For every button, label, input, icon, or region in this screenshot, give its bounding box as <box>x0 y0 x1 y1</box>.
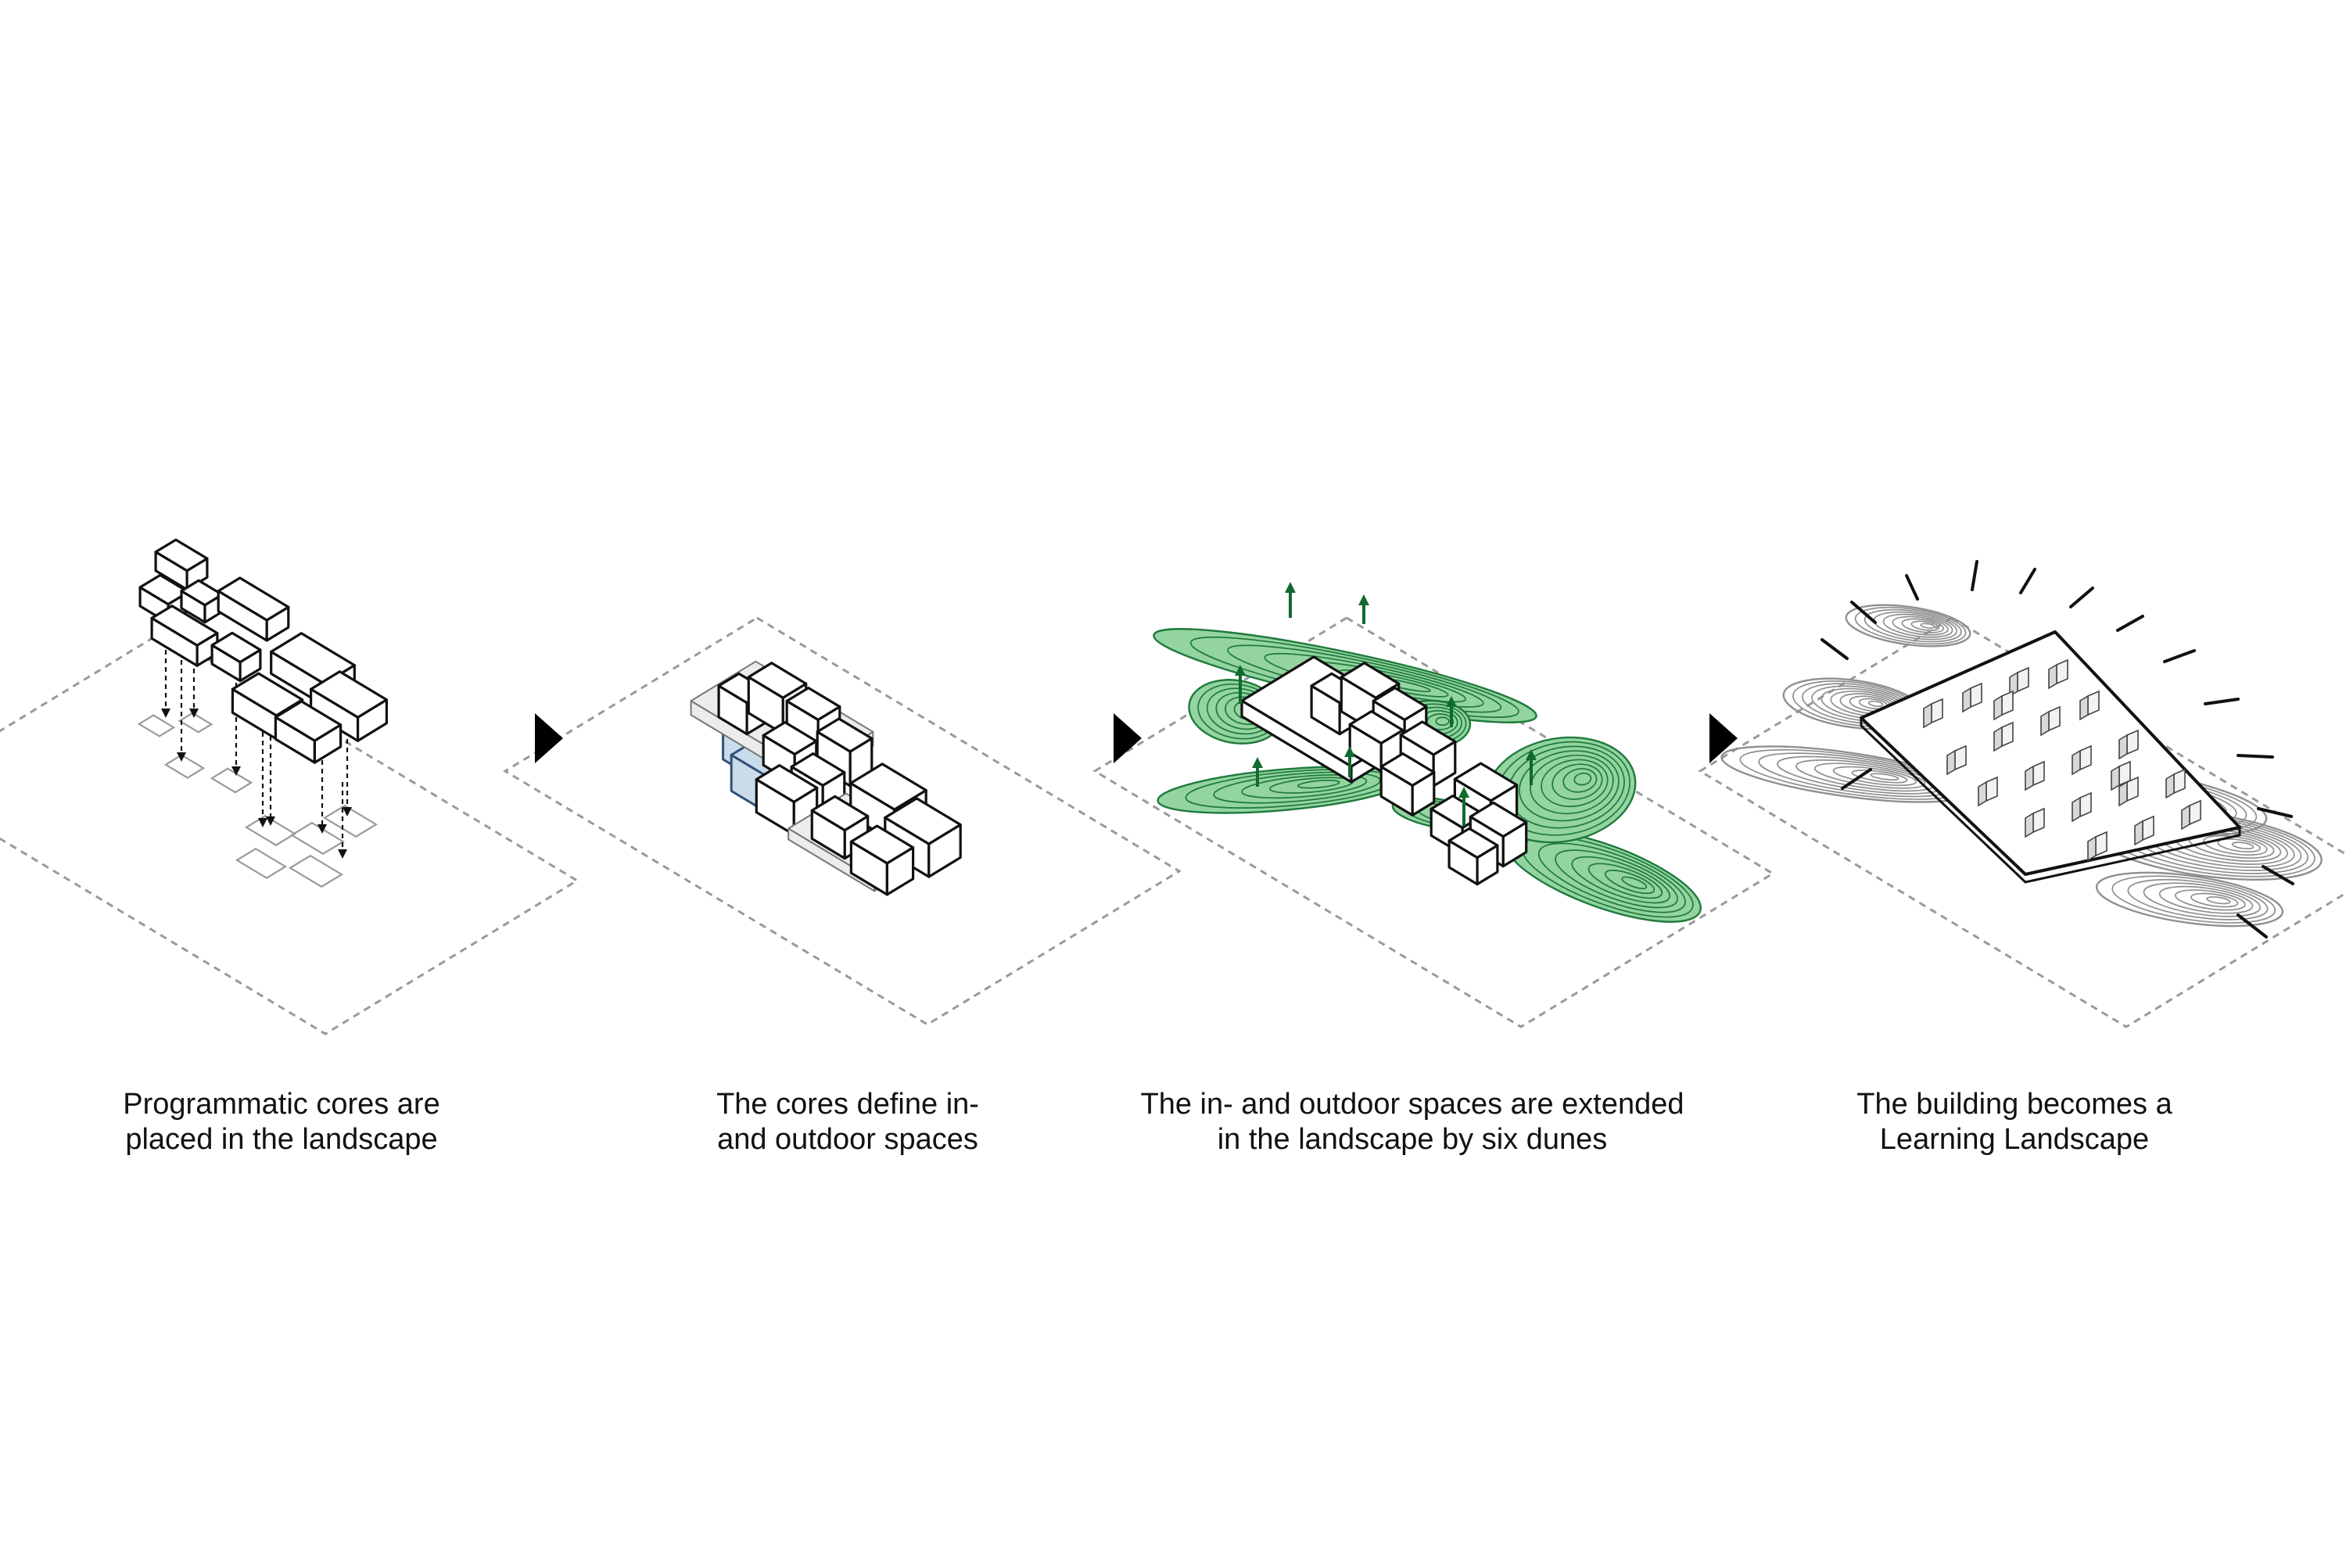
step-arrow-3 <box>1709 713 1738 763</box>
roof-skylight-4 <box>2048 658 2068 690</box>
roof-skylight-14 <box>2072 791 2092 823</box>
roof-skylight-19 <box>2181 799 2201 831</box>
roof-skylight-2 <box>1962 682 1982 713</box>
dune-rise-arrow-3 <box>1235 665 1246 704</box>
radiance-ray-7 <box>2116 615 2144 632</box>
panel-4-learning-landscape <box>1698 560 2346 1028</box>
drop-arrow-6 <box>266 727 275 826</box>
core-footprint-8 <box>235 848 288 879</box>
core-block-4 <box>150 605 219 667</box>
dune-rise-arrow-7 <box>1526 749 1537 785</box>
roof-edge <box>1860 718 2241 884</box>
caption-step-4-line-2: Learning Landscape <box>1879 1123 2150 1156</box>
drop-arrow-7 <box>317 726 327 834</box>
dune-rise-arrow-2 <box>1358 594 1369 624</box>
drop-arrow-5 <box>258 680 267 827</box>
dune-rise-arrow-5 <box>1446 696 1457 727</box>
core-b4 <box>1447 827 1499 886</box>
roof-skylight-5 <box>1946 745 1967 776</box>
core-footprint-6 <box>289 821 346 856</box>
dune-rise-arrow-1 <box>1285 582 1296 618</box>
radiance-ray-2 <box>1850 601 1877 624</box>
panel-2-indoor-outdoor <box>503 616 1182 1026</box>
radiance-ray-5 <box>2019 568 2036 594</box>
radiance-ray-14 <box>1841 768 1872 790</box>
drop-arrow-9 <box>338 782 347 859</box>
step-arrow-1 <box>535 713 563 763</box>
radiance-ray-10 <box>2237 754 2274 759</box>
caption-step-2-line-2: and outdoor spaces <box>717 1123 978 1156</box>
caption-step-3: The in- and outdoor spaces are extended … <box>1115 1087 1709 1157</box>
radiance-ray-3 <box>1905 574 1919 601</box>
core-a6 <box>1379 752 1436 817</box>
site-boundary <box>503 616 1182 1026</box>
core-footprint-5 <box>244 815 297 846</box>
radiance-ray-11 <box>2257 807 2293 818</box>
roof-skylight-17 <box>2087 831 2107 862</box>
caption-step-3-line-1: The in- and outdoor spaces are extended <box>1140 1088 1684 1121</box>
core-footprint-9 <box>288 854 344 888</box>
drop-arrow-1 <box>161 641 170 718</box>
core-footprint-3 <box>178 712 213 734</box>
drop-arrow-3 <box>189 626 199 718</box>
roof-skylight-8 <box>2079 690 2100 721</box>
dune-rise-arrow-6 <box>1458 787 1469 826</box>
roof-skylight-9 <box>1978 776 1998 807</box>
roof-skylight-18 <box>2134 815 2154 846</box>
core-b4 <box>849 824 915 896</box>
core-block-6 <box>210 631 262 683</box>
core-block-10 <box>274 700 343 764</box>
panel-3-dunes <box>1092 582 1775 1028</box>
roof-skylight-6 <box>1993 721 2014 752</box>
core-block-9 <box>310 670 388 742</box>
caption-step-4: The building becomes a Learning Landscap… <box>1717 1087 2312 1157</box>
roof-skylight-16 <box>2165 768 2186 799</box>
drop-arrow-8 <box>343 713 352 816</box>
roof-skylight-10 <box>2025 760 2045 791</box>
dune-4 <box>1505 829 1702 923</box>
roof-skylight-11 <box>2072 745 2092 776</box>
caption-step-3-line-2: in the landscape by six dunes <box>1217 1123 1608 1156</box>
radiance-ray-1 <box>1820 638 1849 660</box>
caption-step-1-line-2: placed in the landscape <box>125 1123 438 1156</box>
radiance-ray-13 <box>2237 913 2268 938</box>
caption-step-2: The cores define in- and outdoor spaces <box>551 1087 1145 1157</box>
drop-arrow-2 <box>177 643 186 762</box>
caption-step-4-line-1: The building becomes a <box>1856 1088 2172 1121</box>
radiance-ray-6 <box>2069 587 2094 608</box>
contour-dune-1 <box>1845 604 1971 648</box>
dune-rise-arrow-4 <box>1344 746 1355 777</box>
site-boundary <box>1698 616 2346 1028</box>
core-footprint-1 <box>137 714 176 737</box>
site-boundary <box>0 630 579 1035</box>
roof-skylight-21 <box>2111 760 2131 791</box>
dune-rise-arrow-8 <box>1252 757 1263 787</box>
roof-skylight-7 <box>2040 705 2061 737</box>
contour-dune-5 <box>2095 871 2284 928</box>
radiance-ray-4 <box>1971 560 1978 591</box>
caption-step-1: Programmatic cores are placed in the lan… <box>0 1087 579 1157</box>
radiance-ray-9 <box>2204 698 2240 705</box>
roof-skylight-12 <box>2118 729 2139 760</box>
roof-skylight-13 <box>2025 807 2045 838</box>
core-footprint-7 <box>322 804 378 838</box>
core-block-5 <box>217 576 290 642</box>
caption-step-1-line-1: Programmatic cores are <box>123 1088 440 1121</box>
core-footprint-4 <box>210 767 253 794</box>
caption-step-2-line-1: The cores define in- <box>716 1088 979 1121</box>
core-footprint-2 <box>163 754 206 779</box>
step-arrow-2 <box>1114 713 1142 763</box>
roof-skylight-1 <box>1923 698 1943 729</box>
radiance-ray-12 <box>2262 865 2294 885</box>
roof-skylight-3 <box>2009 666 2029 698</box>
radiance-ray-8 <box>2163 649 2196 663</box>
panel-1-cores-placed <box>0 538 579 1035</box>
roof-skylight-20 <box>1993 690 2014 721</box>
core-a4 <box>1348 709 1404 773</box>
